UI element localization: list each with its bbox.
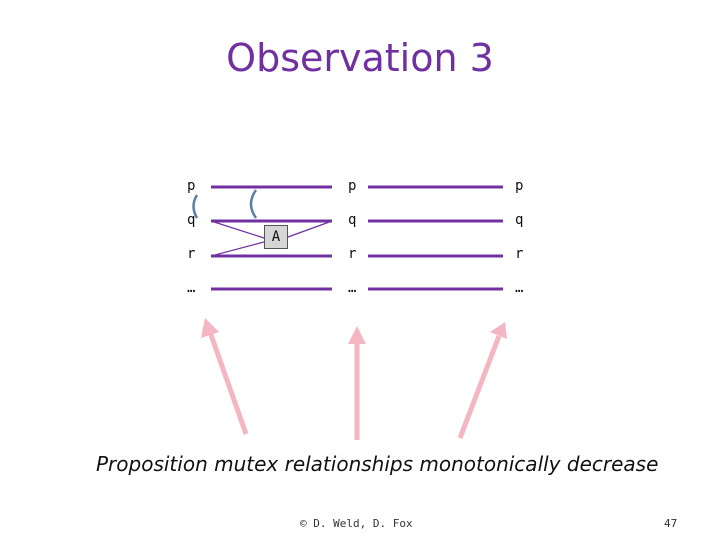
caption: Proposition mutex relationships monotoni…	[96, 452, 659, 476]
level3-label-q: q	[515, 212, 524, 228]
arrow-level-2	[348, 326, 366, 440]
level1-label-ellipsis: …	[187, 280, 196, 296]
arrow-level-1	[201, 318, 249, 435]
arrow-level-3	[457, 322, 507, 439]
level2-label-p: p	[348, 178, 357, 194]
mutex-arc-left	[192, 194, 199, 219]
level2-label-r: r	[348, 246, 357, 262]
page-number: 47	[664, 517, 678, 530]
level1-label-q: q	[187, 212, 196, 228]
footer-credit: © D. Weld, D. Fox	[300, 517, 413, 530]
edge-r-to-a	[210, 241, 265, 257]
level1-label-r: r	[187, 246, 196, 262]
level1-label-p: p	[187, 178, 196, 194]
level3-label-r: r	[515, 246, 524, 262]
edge-a-to-q	[287, 220, 333, 238]
level3-label-ellipsis: …	[515, 280, 524, 296]
action-node-a: A	[264, 225, 288, 249]
edge-q-to-a	[210, 220, 265, 239]
level2-label-ellipsis: …	[348, 280, 357, 296]
slide-title: Observation 3	[226, 36, 494, 80]
level2-label-q: q	[348, 212, 357, 228]
level3-label-p: p	[515, 178, 524, 194]
mutex-arc-middle	[249, 189, 258, 219]
